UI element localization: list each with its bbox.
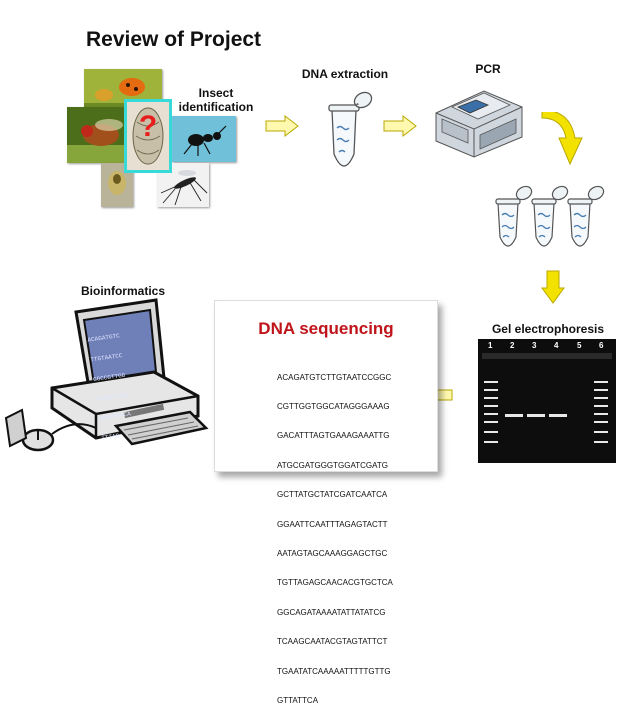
bioinformatics-label: Bioinformatics [80, 284, 165, 298]
pcr-label: PCR [475, 62, 501, 76]
arrow-down-icon [541, 270, 565, 304]
screen-line: GAAAGGACA [98, 410, 132, 423]
gel-electrophoresis-label: Gel electrophoresis [491, 322, 605, 336]
gel-lane-number: 3 [532, 341, 537, 350]
computer-icon [4, 298, 209, 452]
dna-sequence-text: ACAGATGTCTTGTAATCCGGC CGTTGGTGGCATAGGGAA… [277, 353, 393, 725]
screen-line: TGGCATAGG [95, 391, 129, 403]
specimen-icon [132, 107, 164, 165]
dna-sequencing-card: DNA sequencing ACAGATGTCTTGTAATCCGGC CGT… [214, 300, 438, 705]
unknown-specimen-photo: ? [124, 99, 172, 173]
arrow-right-icon [265, 115, 299, 137]
gel-lane-number: 2 [510, 341, 515, 350]
sequence-line: AATAGTAGCAAAGGAGCTGC [277, 548, 388, 558]
screen-line: ACAGATGTC [87, 332, 121, 344]
gel-lane-number: 4 [554, 341, 559, 350]
sequence-line: GACATTTAGTGAAAGAAATTG [277, 431, 390, 441]
fly-photo [67, 107, 135, 163]
screen-line: TTTAG [100, 432, 120, 442]
sequence-line: GGCAGATAAAATATTATATCG [277, 607, 386, 617]
sequence-line: GTTATTCA [277, 695, 319, 705]
gel-image: 1 2 3 4 5 6 [478, 339, 616, 463]
insect-identification-label: Insect identification [178, 86, 254, 114]
dna-sequencing-title: DNA sequencing [258, 319, 394, 338]
page-title: Review of Project [86, 28, 262, 51]
gel-lane-number: 6 [599, 341, 604, 350]
question-mark: ? [138, 110, 158, 143]
sequence-line: TGTTAGAGCAACACGTGCTCA [277, 578, 393, 588]
pcr-machine-icon [435, 90, 523, 158]
curved-arrow-down-icon [541, 112, 583, 166]
sequence-line: GGAATTCAATTTAGAGTACTT [277, 519, 388, 529]
screen-line: TTGTAATCC [89, 352, 123, 364]
sequence-line: CGTTGGTGGCATAGGGAAAG [277, 401, 390, 411]
arrow-right-icon [383, 115, 417, 137]
sequence-line: ATGCGATGGGTGGATCGATG [277, 460, 388, 470]
sequence-line: GCTTATGCTATCGATCAATCA [277, 490, 388, 500]
gel-lane-number: 1 [488, 341, 493, 350]
screen-line: GGCCGTTGG [92, 371, 126, 384]
pcr-tubes-icon [495, 183, 607, 247]
microtube-icon [328, 91, 373, 167]
gel-lane-number: 5 [577, 341, 582, 350]
sequence-line: TCAAGCAATACGTAGTATTCT [277, 637, 388, 647]
gel-bands [482, 353, 612, 443]
sequence-line: ACAGATGTCTTGTAATCCGGC [277, 372, 392, 382]
ant-photo [172, 116, 236, 162]
dna-extraction-label: DNA extraction [301, 67, 389, 81]
sequence-line: TGAATATCAAAAATTTTTGTTG [277, 666, 391, 676]
